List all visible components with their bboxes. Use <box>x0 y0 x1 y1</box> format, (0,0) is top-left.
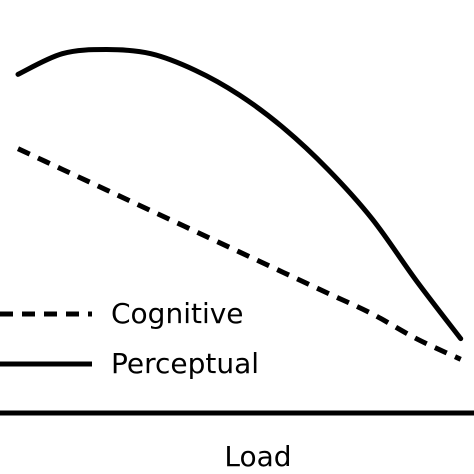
legend-label-cognitive: Cognitive <box>111 297 244 330</box>
legend: Cognitive Perceptual <box>0 297 259 380</box>
x-axis-label: Load <box>224 440 291 473</box>
legend-label-perceptual: Perceptual <box>111 347 259 380</box>
series-line-perceptual <box>15 47 464 342</box>
plot-area <box>15 47 464 362</box>
series-line-cognitive <box>16 146 462 362</box>
